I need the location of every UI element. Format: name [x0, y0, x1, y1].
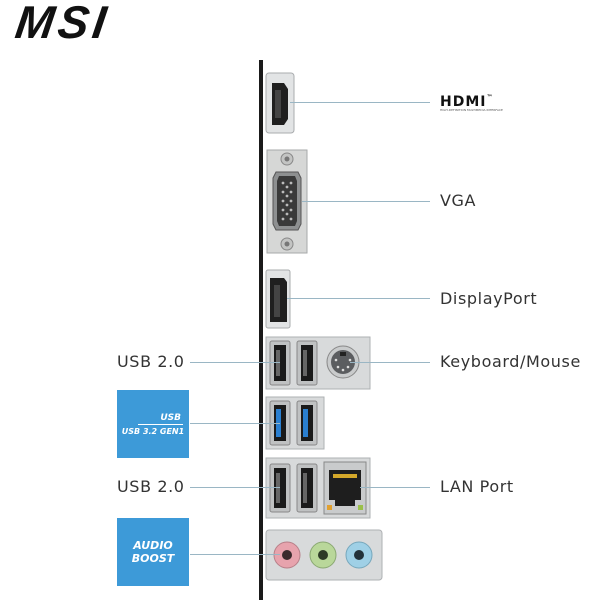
vga-connector-line	[302, 201, 430, 202]
hdmi-connector-line	[290, 102, 430, 103]
label-keyboard-mouse: Keyboard/Mouse	[440, 352, 581, 371]
usb3-connector-line	[190, 423, 280, 424]
lan-port-icon	[323, 461, 367, 515]
usb32-gen1-badge: USB USB 3.2 GEN1	[117, 390, 189, 458]
io-plate-edge	[259, 60, 263, 600]
usb-port-icon	[269, 340, 291, 386]
hdmi-trademark: ™	[486, 94, 494, 101]
displayport-connector-line	[287, 298, 430, 299]
usb2-top-connector-line	[190, 362, 280, 363]
audio-badge-line2: BOOST	[131, 552, 175, 565]
usb-port-icon	[296, 463, 318, 513]
lan-connector-line	[360, 487, 430, 488]
usb-port-icon	[269, 400, 291, 446]
audio-jack-icon	[309, 541, 337, 569]
label-vga: VGA	[440, 191, 477, 210]
label-usb2-top: USB 2.0	[117, 352, 185, 371]
audio-boost-badge: AUDIO BOOST	[117, 518, 189, 586]
displayport-port-icon	[265, 269, 291, 329]
audio-badge-line1: AUDIO	[133, 539, 173, 552]
label-lan-port: LAN Port	[440, 477, 514, 496]
audio-jack-icon	[345, 541, 373, 569]
usb2-bottom-connector-line	[190, 487, 280, 488]
usb-port-icon	[296, 340, 318, 386]
hdmi-logo-subtext: HIGH-DEFINITION MULTIMEDIA INTERFACE	[440, 108, 503, 112]
label-usb2-bottom: USB 2.0	[117, 477, 185, 496]
label-displayport: DisplayPort	[440, 289, 538, 308]
vga-port-icon	[266, 149, 308, 254]
hdmi-logo: HDMI™ HIGH-DEFINITION MULTIMEDIA INTERFA…	[440, 94, 510, 114]
hdmi-logo-text: HDMI	[440, 94, 487, 110]
hdmi-port-icon	[265, 72, 295, 134]
usb-badge-top: USB	[138, 413, 183, 425]
usb-port-icon	[296, 400, 318, 446]
usb-badge-bottom: USB 3.2 GEN1	[121, 426, 185, 436]
keyboard-mouse-connector-line	[350, 362, 430, 363]
audio-connector-line	[190, 554, 280, 555]
audio-jack-icon	[273, 541, 301, 569]
usb-port-icon	[269, 463, 291, 513]
